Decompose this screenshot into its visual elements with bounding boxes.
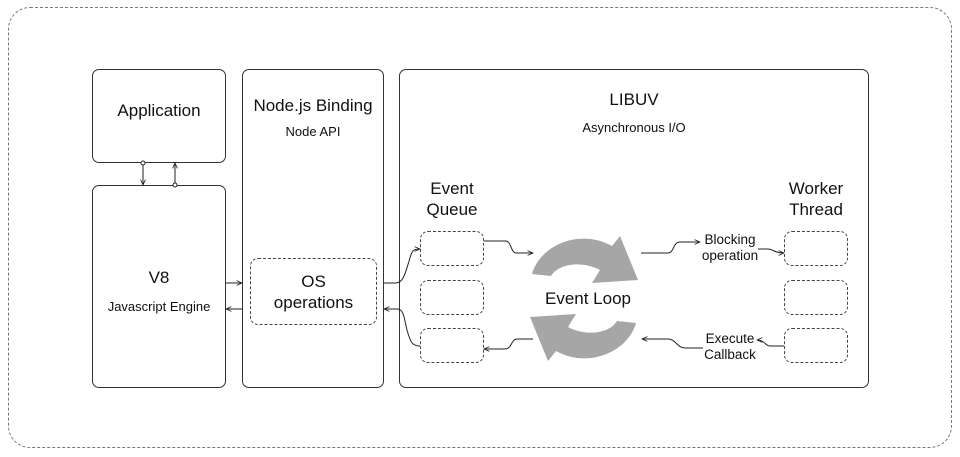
worker-thread-slot (784, 328, 848, 363)
v8-label: V8 (148, 268, 170, 287)
nodejs-binding-box (242, 69, 384, 388)
event-queue-slot (420, 231, 484, 266)
loop-to-queue-arrow (484, 338, 533, 349)
binding-to-queue-arrow (384, 249, 420, 284)
libuv-subtitle: Asynchronous I/O (582, 120, 686, 135)
worker-to-callback-arrow (757, 340, 784, 347)
os-operations-label: OS operations (273, 272, 354, 312)
queue-to-binding-arrow (384, 309, 421, 347)
event-loop-label: Event Loop (544, 289, 631, 308)
execute-callback-label: Execute Callback (704, 331, 756, 362)
callback-to-loop-arrow (642, 339, 703, 349)
v8-subtitle: Javascript Engine (107, 299, 211, 314)
queue-to-loop-arrow (484, 240, 533, 253)
blocking-to-worker-arrow (758, 248, 784, 253)
v8-to-app-start-dot (172, 182, 178, 188)
diagram-frame (8, 7, 952, 448)
application-label: Application (117, 101, 201, 120)
loop-to-blocking-arrow (641, 242, 700, 254)
event-loop-refresh-icon (530, 236, 638, 361)
event-queue-slot (420, 280, 484, 315)
os-operations-box (250, 258, 377, 325)
event-queue-label: Event Queue (426, 179, 478, 219)
worker-thread-slot (784, 280, 848, 315)
v8-box (92, 185, 226, 388)
event-queue-slot (420, 328, 484, 363)
app-to-v8-start-dot (140, 160, 146, 166)
application-box (92, 69, 226, 163)
worker-thread-slot (784, 231, 848, 266)
nodejs-binding-label: Node.js Binding (253, 96, 373, 115)
libuv-label: LIBUV (609, 90, 659, 109)
node-api-label: Node API (285, 124, 341, 139)
worker-thread-label: Worker Thread (788, 179, 844, 219)
blocking-operation-label: Blocking operation (701, 232, 759, 263)
